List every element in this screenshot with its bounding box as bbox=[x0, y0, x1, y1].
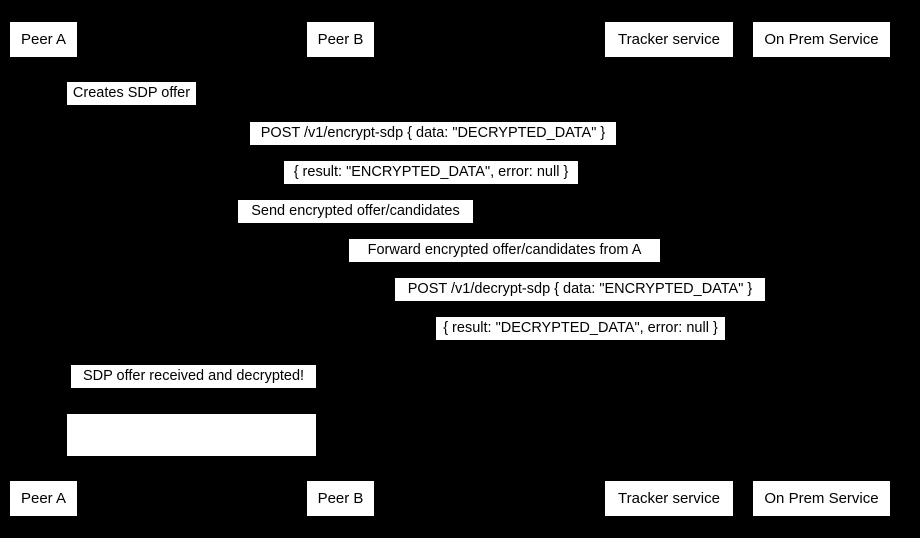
participant-label: Peer B bbox=[317, 31, 364, 48]
participant-peer-a-top[interactable]: Peer A bbox=[10, 22, 77, 57]
participant-label: Peer A bbox=[20, 31, 67, 48]
participant-label: Peer A bbox=[20, 490, 67, 507]
lifeline-peer-a bbox=[43, 57, 44, 471]
message-create-sdp-answer: Create SDP answer and send to An using t… bbox=[67, 414, 316, 533]
participant-tracker-service-top[interactable]: Tracker service bbox=[605, 22, 733, 57]
message-post-encrypt-sdp: POST /v1/encrypt-sdp { data: "DECRYPTED_… bbox=[250, 122, 616, 145]
participant-label: On Prem Service bbox=[764, 490, 879, 507]
message-line-1: Create SDP answer and send to An bbox=[77, 457, 306, 473]
participant-on-prem-service-top[interactable]: On Prem Service bbox=[753, 22, 890, 57]
participant-label: Tracker service bbox=[618, 31, 720, 48]
lifeline-tracker-service bbox=[668, 57, 669, 471]
message-decrypt-sdp-result: { result: "DECRYPTED_DATA", error: null … bbox=[436, 317, 725, 340]
message-sdp-offer-received: SDP offer received and decrypted! bbox=[71, 365, 316, 388]
participant-peer-b-top[interactable]: Peer B bbox=[307, 22, 374, 57]
participant-peer-a-bottom[interactable]: Peer A bbox=[10, 481, 77, 516]
participant-on-prem-service-bottom[interactable]: On Prem Service bbox=[753, 481, 890, 516]
participant-tracker-service-bottom[interactable]: Tracker service bbox=[605, 481, 733, 516]
lifeline-on-prem-service bbox=[821, 57, 822, 471]
message-post-decrypt-sdp: POST /v1/decrypt-sdp { data: "ENCRYPTED_… bbox=[395, 278, 765, 301]
message-creates-sdp-offer: Creates SDP offer bbox=[67, 82, 196, 105]
participant-label: On Prem Service bbox=[764, 31, 879, 48]
message-send-encrypted-offer: Send encrypted offer/candidates bbox=[238, 200, 473, 223]
message-encrypt-sdp-result: { result: "ENCRYPTED_DATA", error: null … bbox=[284, 161, 578, 184]
participant-label: Tracker service bbox=[618, 490, 720, 507]
message-forward-encrypted-offer: Forward encrypted offer/candidates from … bbox=[349, 239, 660, 262]
message-line-2: using the same mechanism bbox=[103, 517, 280, 533]
participant-label: Peer B bbox=[317, 490, 364, 507]
lifeline-peer-b bbox=[340, 57, 341, 471]
participant-peer-b-bottom[interactable]: Peer B bbox=[307, 481, 374, 516]
